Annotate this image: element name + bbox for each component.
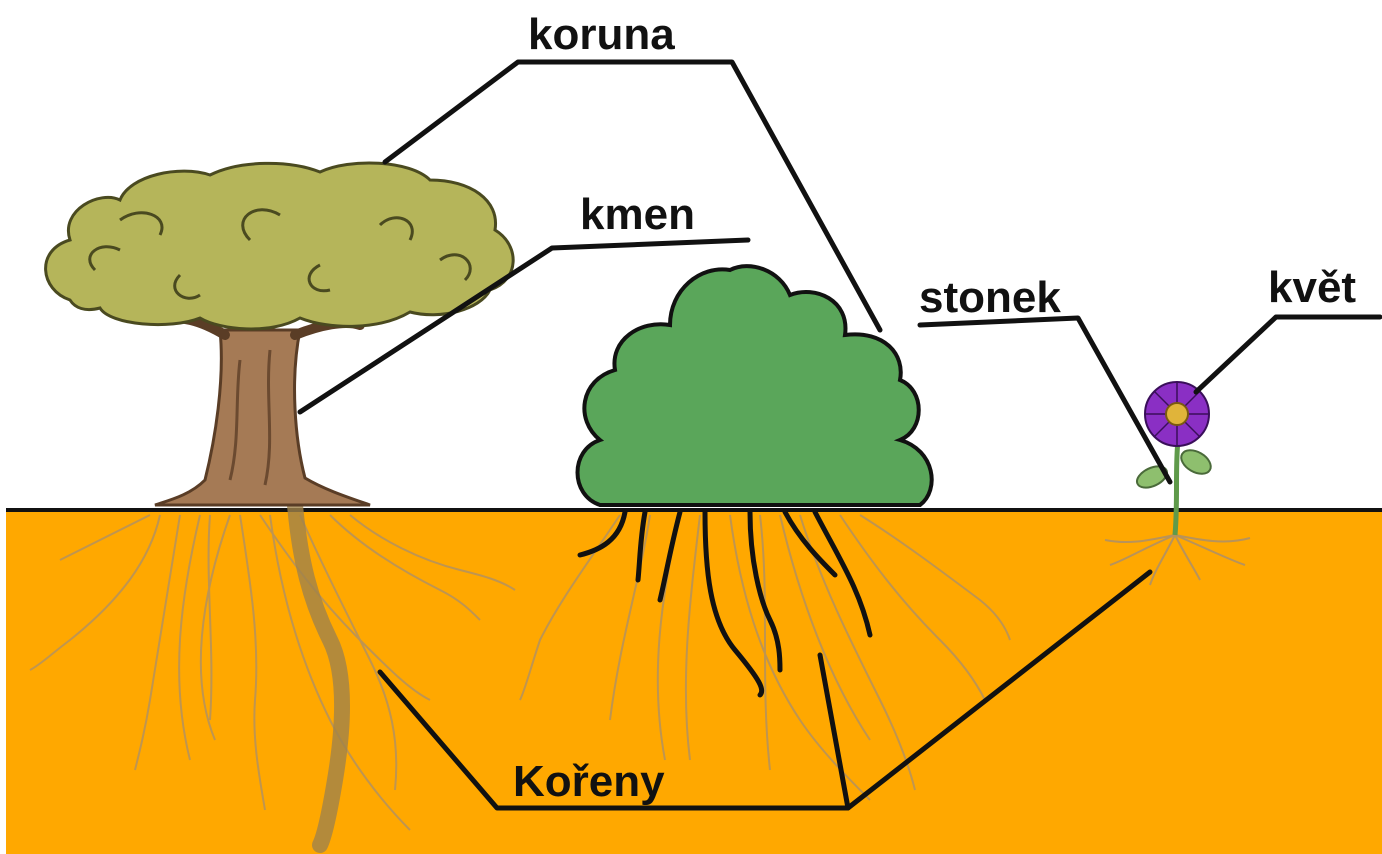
tree-trunk (155, 330, 370, 505)
label-kmen: kmen (580, 193, 695, 237)
tree-crown (46, 163, 514, 329)
leader-stonek (920, 318, 1170, 482)
flower-center (1166, 403, 1188, 425)
bush (578, 266, 932, 505)
label-koreny: Kořeny (513, 760, 665, 804)
label-kvet: květ (1268, 266, 1356, 310)
label-koruna: koruna (528, 13, 675, 57)
label-stonek: stonek (919, 276, 1061, 320)
leader-kvet (1196, 317, 1380, 392)
